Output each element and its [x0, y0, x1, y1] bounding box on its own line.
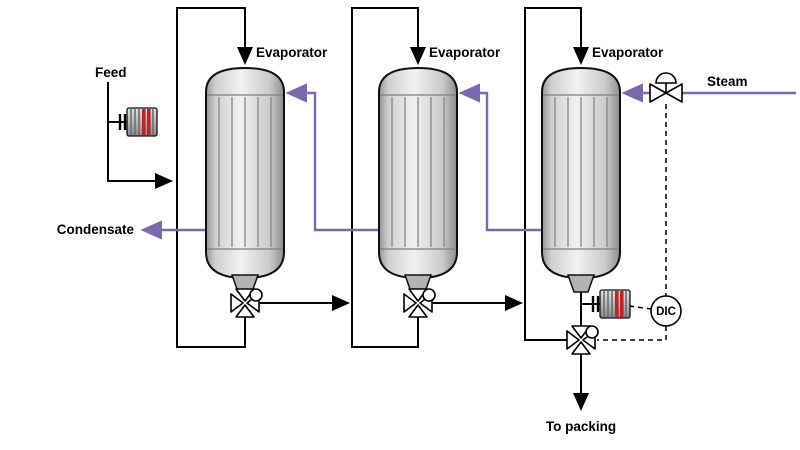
product-valve-2-icon — [403, 288, 436, 318]
evaporator-1-label: Evaporator — [256, 45, 328, 60]
dic-controller: DIC — [650, 295, 682, 327]
evaporator-3-vessel — [541, 67, 621, 293]
evaporator-3-label: Evaporator — [592, 45, 664, 60]
feed-line — [107, 82, 173, 189]
vapor-line-3-to-2 — [458, 83, 542, 232]
density-transmitter-icon — [579, 288, 632, 320]
feed-label: Feed — [95, 65, 127, 80]
recirculation-loop-3 — [524, 7, 589, 341]
condensate-label: Condensate — [57, 222, 135, 237]
signal-line-controller-to-valve — [597, 326, 667, 341]
dic-label: DIC — [656, 306, 676, 318]
vapor-line-2-to-1 — [285, 83, 379, 232]
evaporator-1-vessel — [205, 67, 285, 293]
product-valve-1-icon — [230, 288, 263, 318]
steam-control-valve-icon — [649, 72, 683, 103]
evaporator-2-vessel — [378, 67, 458, 293]
steam-label: Steam — [707, 74, 748, 89]
feed-transmitter-icon — [106, 106, 159, 138]
signal-lines — [597, 104, 667, 341]
signal-line-transmitter-to-controller — [628, 305, 652, 310]
to-packing-label: To packing — [546, 419, 616, 434]
recirculation-loop-1 — [176, 7, 253, 348]
evaporator-2-label: Evaporator — [429, 45, 501, 60]
product-valve-3-icon — [566, 325, 599, 355]
recirculation-loop-2 — [351, 7, 426, 348]
